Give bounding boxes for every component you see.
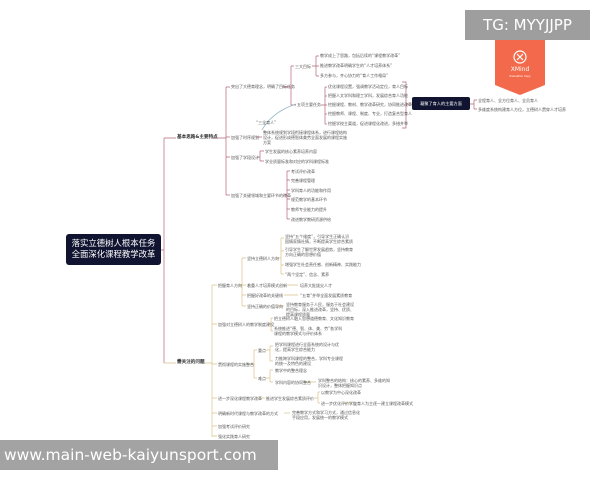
direction-item[interactable]: 增强学生社会责任感、创新精神、实践能力: [285, 262, 361, 267]
reform-item[interactable]: 规范教学的基本环节: [291, 197, 327, 202]
node-system-build[interactable]: 加强对立德树人的教学制度建设: [218, 322, 274, 327]
node-direction[interactable]: 把握育人方向: [218, 283, 242, 288]
reform-item[interactable]: 学科育人的功能和作用: [291, 188, 331, 193]
reform-item[interactable]: 考试评价改革: [291, 169, 315, 174]
difficulty-sub[interactable]: 学科整合的结构：核心的素养、多维的知识设计，整体把握知识点: [318, 378, 390, 388]
node-stage-design[interactable]: 加强了学段设计: [231, 155, 259, 160]
node-moral-direction[interactable]: 坚持立德树人方向: [247, 256, 279, 261]
node-five-tasks[interactable]: 五项主要任务: [297, 102, 321, 107]
value-item[interactable]: 坚持教育服务于人民，服务于社会建设的目标，深入推进改革，坚持、优质、提高课程质量: [286, 302, 354, 317]
branch-issues[interactable]: 需关注的问题: [177, 360, 205, 365]
node-integration[interactable]: 贯彻课程的实施整合: [218, 362, 254, 367]
task-item[interactable]: 挖掘课程、教材、教学改革研究，协同推进改革: [328, 102, 412, 107]
task-item[interactable]: 挖掘学校主渠道，促进课程化改进，多措并举: [328, 121, 408, 126]
reform-item[interactable]: 改进教学教研资源供给: [291, 217, 331, 222]
node-timing-plan[interactable]: 加强了时序规划: [231, 135, 259, 140]
svg-text:XMind: XMind: [511, 66, 530, 73]
reform-item[interactable]: 教师专业能力的提升: [291, 207, 327, 212]
summary-item[interactable]: 多维度系统构建育人方位，立德树人贯穿人才培养: [478, 107, 566, 112]
node-talent-mode[interactable]: 着重人才培养模式创新: [247, 283, 287, 288]
evaluation-item[interactable]: 进一步优化评价学生: [321, 401, 357, 406]
root-line-1: 落实立德树人根本任务: [71, 238, 156, 248]
svg-text:Evaluation Copy: Evaluation Copy: [509, 74, 531, 78]
difficulty-item[interactable]: 教学中的整合理念: [275, 368, 307, 373]
goal-item[interactable]: 多方参与，齐心协力的“育人工作格局”: [320, 73, 389, 78]
system-item[interactable]: 把立德树人融入思想道德教育、文化知识教育: [274, 316, 354, 321]
direction-item[interactable]: “两个坚定”、信念、素养: [285, 272, 330, 277]
key-line-item[interactable]: “五育”并举全面发展素质教育: [300, 293, 353, 298]
node-difficulties[interactable]: 难点: [258, 376, 266, 381]
task-item[interactable]: 把握人文学科和理工学科，发展综合育人功能: [328, 93, 408, 98]
task-item[interactable]: 优化课程设置，强调教学活动定位，育人目标: [328, 84, 408, 89]
reform-method-item[interactable]: 完善教学方式和学习方式，通过信息化手段应用，发展统一的教学模式: [292, 410, 360, 420]
node-key-line[interactable]: 把握好改革的关键线: [247, 293, 283, 298]
goal-item[interactable]: 教学成上了思路，包括后续的“课程教学改革”: [320, 53, 401, 58]
node-deepen-reform[interactable]: 进一步深化课程教学改革: [218, 396, 262, 401]
system-item[interactable]: 系统推进“德、智、体、美、劳”各学科课程的教学模式与评价体系: [274, 326, 343, 336]
node-moral-education[interactable]: 突出了大德育理念，明确了目标任务: [231, 84, 295, 89]
evaluation-item[interactable]: 以教学为中心深化改革: [321, 390, 361, 395]
link-label: “三全育人”: [256, 120, 277, 125]
xmind-logo-icon: XMind Evaluation Copy: [495, 40, 545, 95]
tg-watermark: TG: MYYJJPP: [465, 10, 590, 40]
difficulty-item[interactable]: 学科内容的协同整合: [275, 380, 311, 385]
root-line-2: 全面深化课程教学改革: [71, 249, 156, 259]
direction-item[interactable]: 引导学生了解世界发展趋势，坚持教育方向正确的思想价值: [285, 247, 353, 257]
node-three-goals[interactable]: 三大目标: [295, 64, 311, 69]
task-item[interactable]: 挖掘教师、课程、制度、专业，打造复合型育人: [328, 111, 412, 116]
node-practice-research[interactable]: 强化实践育人研究: [218, 434, 250, 439]
timing-plan-text[interactable]: 整体系统规划学段衔接课程体系，进行课程结构设计，促进形成德智体美劳全面发展的课程…: [263, 130, 347, 145]
node-reform-method[interactable]: 明确新时代课程与教学改革的方式: [218, 411, 278, 416]
xmind-logo: XMind Evaluation Copy: [495, 40, 545, 95]
key-point-item[interactable]: 力推跨学科课程的整合，学科专业课程的统一及特色的建设: [275, 356, 343, 366]
evaluation-sub[interactable]: 以育人为主逐一建立课程改革模式: [353, 401, 413, 406]
summary-item[interactable]: 全程育人、全方位育人、全员育人: [478, 98, 538, 103]
node-key-reform[interactable]: 加强了关键领域和主要环节的改革: [231, 193, 291, 198]
branch-basic-ideas[interactable]: 基本思路&主要特点: [177, 135, 218, 140]
node-exam-research[interactable]: 加强考试评价研究: [218, 424, 250, 429]
key-point-item[interactable]: 把学科课程进行全面系统的设计与优化，提高学生综合能力: [275, 342, 339, 352]
stage-item[interactable]: 学生发展的核心素养培养内容: [265, 149, 317, 154]
stage-item[interactable]: 学业质量标准和对应的学科课程标准: [265, 159, 329, 164]
goal-item[interactable]: 推进教学改革明确学生的“人才培养体系”: [320, 63, 393, 68]
node-key-points[interactable]: 重点: [258, 348, 266, 353]
direction-item[interactable]: 坚持“五个维度”，引导学生正确认识国情家情社情，不断提高学生综合素质: [285, 234, 353, 244]
site-watermark: www.main-web-kaiyunsport.com: [0, 440, 278, 470]
node-evaluation[interactable]: 推进学生发展综合素质评价: [266, 396, 314, 401]
summary-node[interactable]: 凝聚了育人的主要方面: [412, 97, 470, 110]
root-node[interactable]: 落实立德树人根本任务全面深化课程教学改革: [66, 234, 161, 265]
talent-item[interactable]: 培养大批拔尖人才: [300, 283, 332, 288]
node-value-guide[interactable]: 坚持正确的价值导向: [247, 304, 283, 309]
reform-item[interactable]: 完善课程管理: [291, 178, 315, 183]
